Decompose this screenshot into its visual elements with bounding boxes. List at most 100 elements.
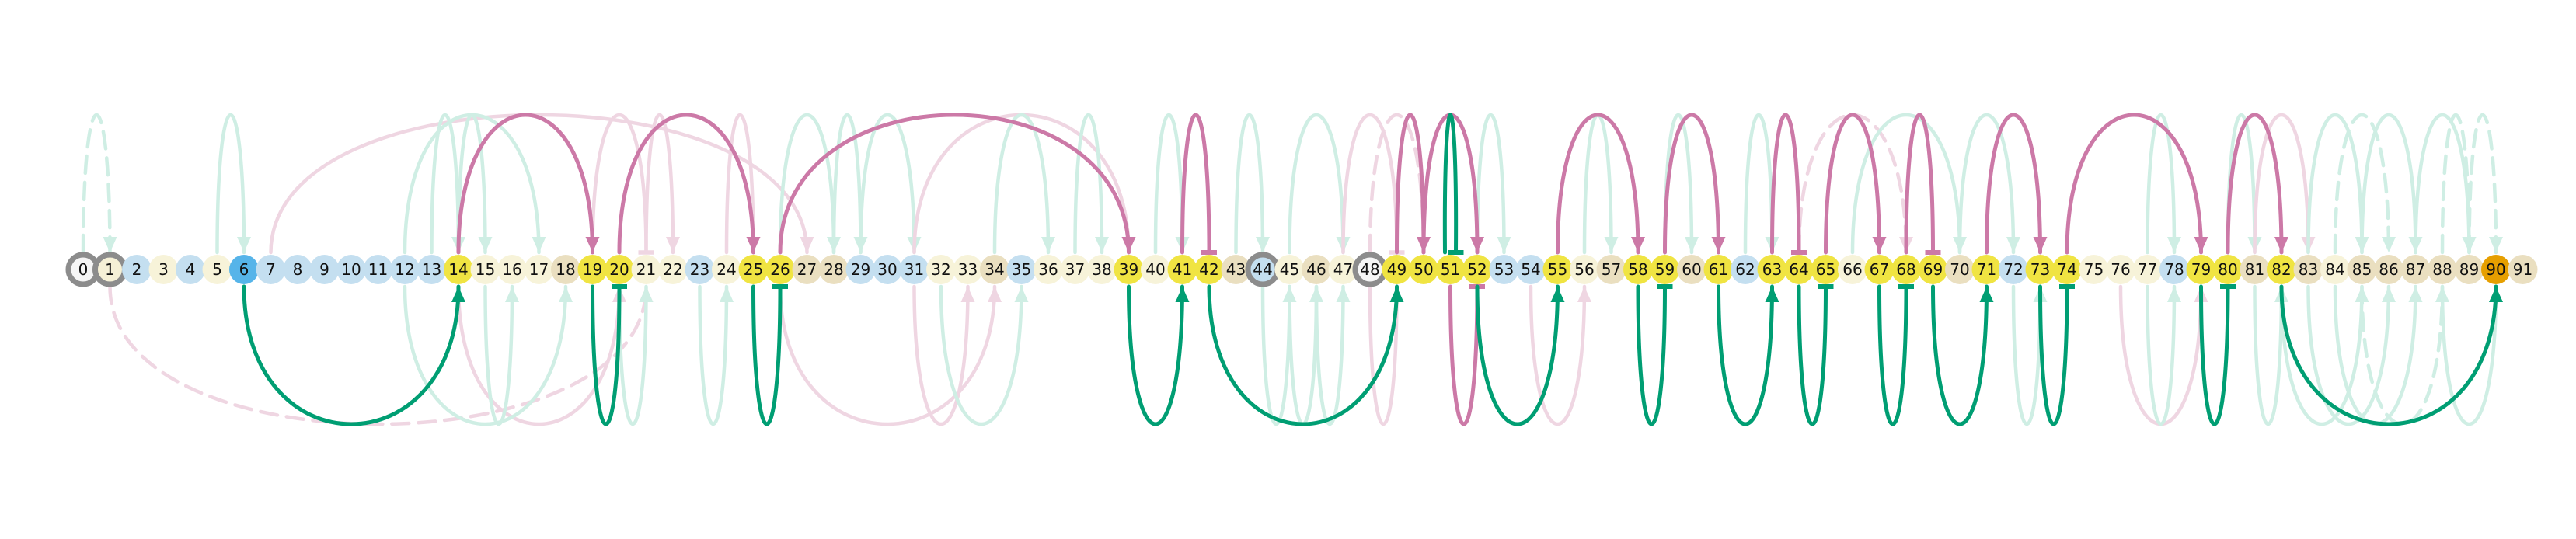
node-65: 65	[1811, 255, 1841, 284]
edge-path	[617, 284, 648, 426]
edge-19-20	[591, 284, 627, 426]
node-62: 62	[1731, 255, 1760, 284]
node-50: 50	[1409, 255, 1438, 284]
node-86: 86	[2374, 255, 2403, 284]
arrowhead-icon	[1389, 287, 1404, 302]
node-label: 54	[1521, 260, 1540, 279]
node-label: 45	[1280, 260, 1299, 279]
node-58: 58	[1623, 255, 1653, 284]
node-circle	[2079, 255, 2109, 284]
node-59: 59	[1650, 255, 1680, 284]
node-61: 61	[1703, 255, 1734, 284]
node-label: 48	[1360, 260, 1379, 279]
node-label: 7	[266, 260, 276, 279]
edge-path	[242, 284, 461, 426]
arrowhead-icon	[1550, 287, 1565, 302]
node-15: 15	[470, 255, 500, 284]
arrowhead-icon	[1470, 237, 1484, 252]
edge-59-61	[1663, 113, 1726, 255]
node-77: 77	[2132, 255, 2163, 284]
node-circle	[658, 255, 688, 284]
edge-26-28	[778, 113, 841, 255]
node-label: 91	[2513, 260, 2532, 279]
edge-54-56	[1529, 284, 1591, 426]
node-80: 80	[2213, 255, 2243, 284]
node-label: 12	[395, 260, 414, 279]
node-label: 37	[1065, 260, 1085, 279]
edge-path	[1824, 113, 1881, 255]
node-42: 42	[1194, 255, 1224, 284]
edge-74-79	[2065, 113, 2208, 255]
node-25: 25	[738, 255, 769, 284]
edge-path	[1442, 113, 1459, 255]
node-90: 90	[2481, 255, 2511, 284]
node-circle	[953, 255, 983, 284]
node-21: 21	[631, 255, 661, 284]
node-label: 72	[2003, 260, 2023, 279]
node-label: 71	[1977, 260, 1996, 279]
node-circle	[524, 255, 554, 284]
edge-path	[1288, 284, 1319, 426]
edge-81-83	[2253, 113, 2316, 255]
node-label: 9	[319, 260, 329, 279]
node-label: 22	[663, 260, 682, 279]
node-circle	[497, 255, 527, 284]
arrowhead-icon	[103, 237, 117, 252]
edge-path	[2333, 284, 2417, 426]
node-label: 23	[690, 260, 709, 279]
edge-path	[1207, 284, 1399, 426]
edge-83-86	[2306, 284, 2396, 426]
edge-path	[1957, 113, 2016, 255]
node-32: 32	[926, 255, 956, 284]
edge-46-47	[1314, 284, 1351, 426]
node-79: 79	[2186, 255, 2216, 284]
edge-path	[2440, 113, 2471, 255]
edge-path	[1850, 113, 1962, 255]
edge-path	[2038, 284, 2069, 426]
node-circle	[2347, 255, 2377, 284]
node-label: 14	[448, 260, 468, 279]
node-12: 12	[390, 255, 420, 284]
node-label: 8	[293, 260, 303, 279]
edge-path	[778, 113, 1131, 255]
node-74: 74	[2052, 255, 2082, 284]
arrowhead-icon	[1336, 287, 1351, 302]
node-47: 47	[1328, 255, 1358, 284]
edge-path	[1743, 113, 1774, 255]
arrowhead-icon	[1041, 237, 1055, 252]
edge-21-22	[644, 113, 680, 255]
node-circle	[1703, 255, 1734, 284]
edge-path	[403, 113, 541, 255]
node-circle	[2400, 255, 2431, 284]
node-31: 31	[899, 255, 929, 284]
node-circle	[122, 255, 152, 284]
edge-path	[859, 113, 916, 255]
arrowhead-icon	[237, 237, 251, 252]
node-label: 51	[1441, 260, 1460, 279]
node-label: 90	[2486, 260, 2505, 279]
edge-71-73	[1985, 113, 2048, 255]
node-circle	[2481, 255, 2511, 284]
node-91: 91	[2508, 255, 2538, 284]
node-circle	[176, 255, 205, 284]
node-56: 56	[1570, 255, 1599, 284]
node-label: 18	[556, 260, 575, 279]
edge-path	[1234, 113, 1265, 255]
edge-52-53	[1475, 113, 1511, 255]
node-33: 33	[953, 255, 983, 284]
edge-61-63	[1717, 284, 1779, 426]
node-circle	[2508, 255, 2538, 284]
edge-12-17	[403, 113, 546, 255]
node-72: 72	[1999, 255, 2028, 284]
edge-path	[456, 113, 594, 255]
node-circle	[1811, 255, 1841, 284]
node-label: 10	[341, 260, 361, 279]
node-circle	[229, 255, 259, 284]
node-83: 83	[2293, 255, 2323, 284]
edge-26-39	[778, 113, 1136, 255]
edge-0-1	[81, 113, 117, 255]
node-label: 24	[716, 260, 736, 279]
node-circle	[1999, 255, 2028, 284]
node-37: 37	[1060, 255, 1090, 284]
edge-path	[1073, 113, 1104, 255]
